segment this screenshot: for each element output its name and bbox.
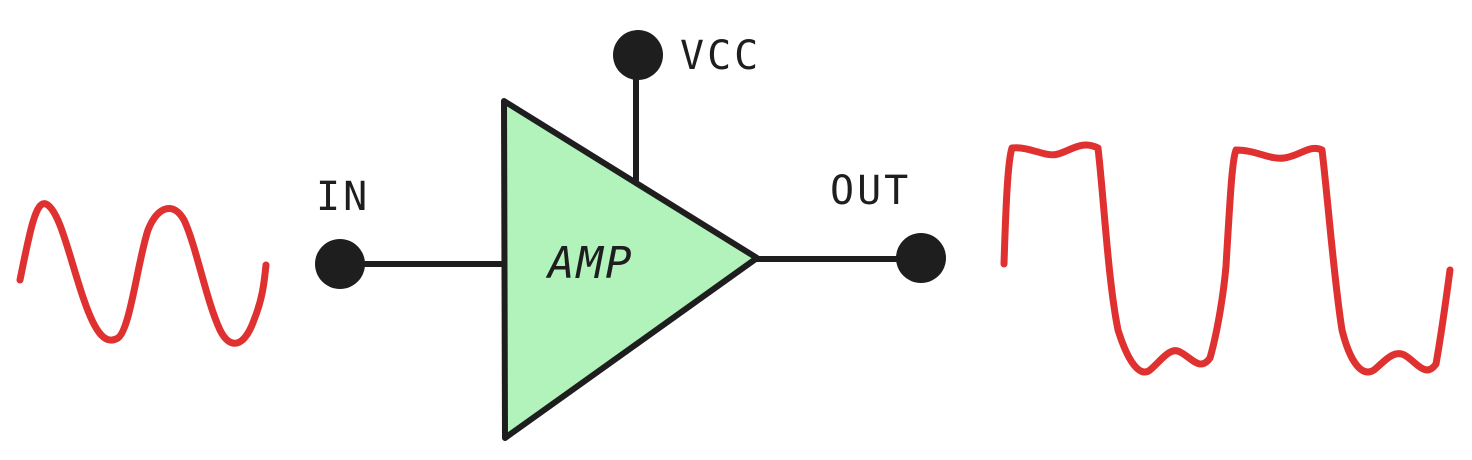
output-node (896, 233, 946, 283)
input-label: IN (316, 174, 370, 220)
vcc-node (613, 30, 663, 80)
input-node (315, 239, 365, 289)
amplifier-label: AMP (545, 238, 633, 289)
output-square-wave (1000, 141, 1454, 376)
amplifier-triangle (501, 98, 760, 441)
input-sine-wave (16, 200, 270, 347)
output-label: OUT (830, 168, 911, 214)
vcc-label: VCC (680, 33, 761, 79)
